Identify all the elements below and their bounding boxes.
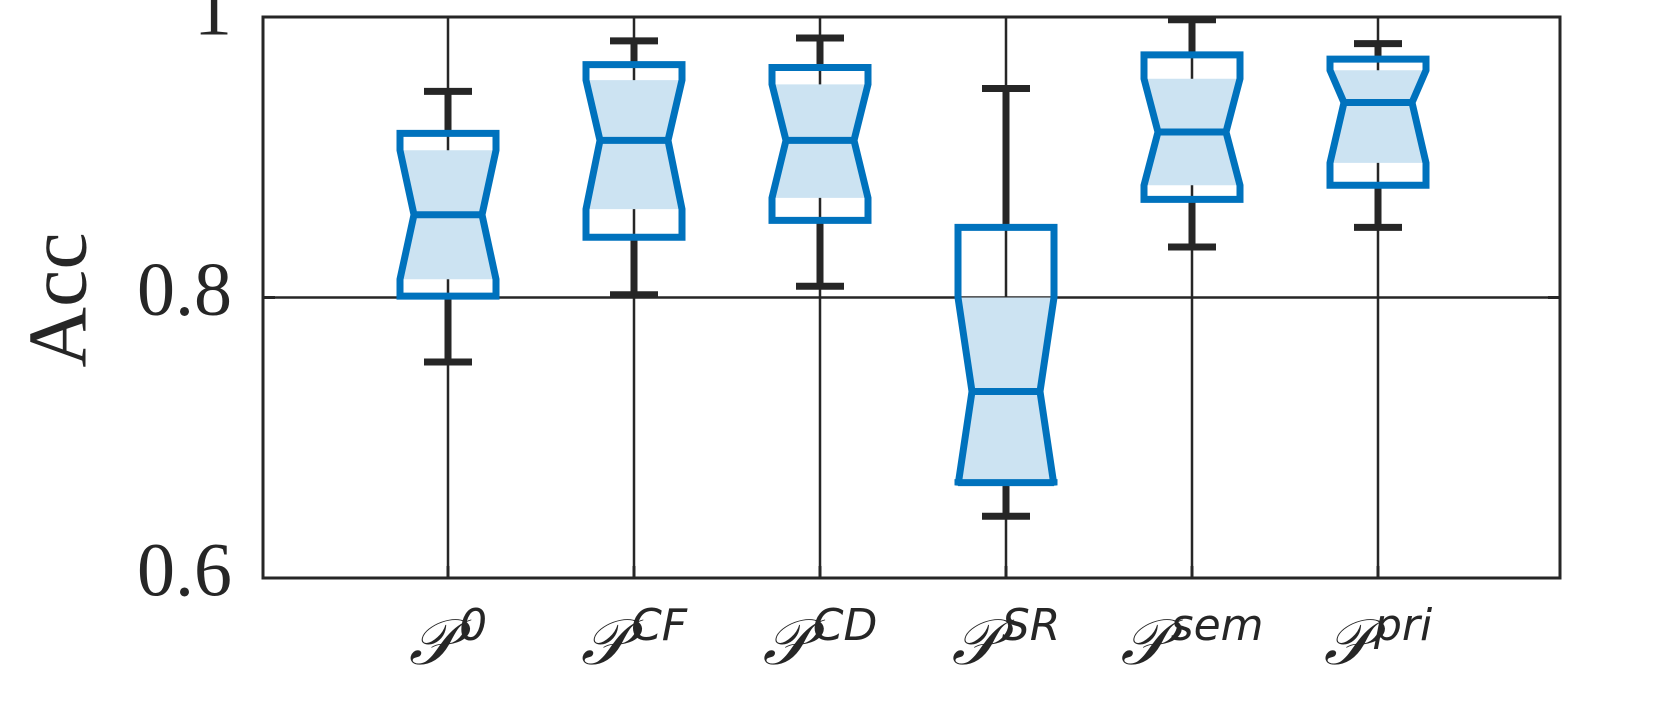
- x-tick-label-2: 𝒫CD: [763, 600, 878, 680]
- box-1: [582, 37, 686, 299]
- x-tick-label-sup-2: CD: [813, 600, 878, 651]
- x-tick-label-5: 𝒫pri: [1324, 600, 1433, 680]
- x-tick-label-sup-4: sem: [1171, 600, 1264, 651]
- box-5: [1326, 40, 1430, 231]
- x-tick-label-4: 𝒫sem: [1120, 600, 1263, 680]
- box-series: [396, 16, 1430, 520]
- x-tick-label-1: 𝒫CF: [581, 600, 688, 680]
- x-tick-label-3: 𝒫SR: [952, 600, 1061, 680]
- y-axis-label: Acc: [11, 232, 104, 367]
- box-fill-1: [586, 80, 682, 210]
- y-tick-label-1: 0.8: [137, 248, 232, 332]
- plot-axes: [261, 15, 1562, 580]
- box-2: [768, 34, 872, 290]
- box-outline-3: [954, 223, 1058, 487]
- box-3: [954, 85, 1058, 520]
- box-fill-5: [1330, 70, 1426, 163]
- box-outline-0: [396, 129, 500, 300]
- x-tick-label-sup-3: SR: [1002, 600, 1061, 651]
- y-tick-label-2: 1: [194, 0, 232, 51]
- x-tick-label-sup-0: 0: [459, 600, 487, 651]
- box-outline-2: [768, 63, 872, 224]
- box-0: [396, 87, 500, 366]
- box-outline-5: [1326, 55, 1430, 189]
- axis-labels: Acc 0.6 0.8 1𝒫0 𝒫CF 𝒫CD 𝒫SR 𝒫sem 𝒫pri: [11, 0, 1433, 680]
- y-tick-label-0: 0.6: [137, 528, 232, 612]
- box-outline-4: [1140, 51, 1244, 203]
- x-tick-label-0: 𝒫0: [409, 600, 487, 680]
- box-outline-1: [582, 61, 686, 241]
- x-tick-label-sup-5: pri: [1373, 600, 1433, 651]
- box-4: [1140, 16, 1244, 251]
- x-tick-label-sup-1: CF: [631, 600, 688, 651]
